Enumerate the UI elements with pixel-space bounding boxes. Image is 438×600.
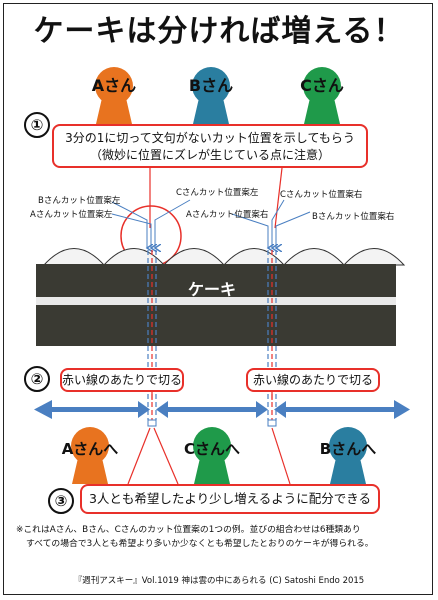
step2-callout-left: 赤い線のあたりで切る <box>60 368 184 392</box>
step2-number: ② <box>24 366 50 392</box>
credit: 『週刊アスキー』Vol.1019 神は雲の中にあられる (C) Satoshi … <box>73 576 365 586</box>
person-a-recipient-icon <box>71 427 109 484</box>
frame <box>3 3 433 595</box>
step1-line1: 3分の1に切って文句がないカット位置を示してもらう <box>65 131 355 145</box>
step3-number: ③ <box>48 488 74 514</box>
pointer-line-right <box>274 167 283 229</box>
step3-pointers <box>127 427 291 485</box>
step2-callout-right: 赤い線のあたりで切る <box>246 368 380 392</box>
page-title: ケーキは分ければ増える！ <box>33 14 405 49</box>
label-c-right: Cさんカット位置案右 <box>280 190 363 200</box>
cut-ticks <box>147 419 277 427</box>
step1-callout: 3分の1に切って文句がないカット位置を示してもらう （微妙に位置にズレが生じてい… <box>52 124 368 168</box>
person-c: Cさん <box>290 64 354 126</box>
note-line2: すべての場合で3人とも希望より多いか少なくとも希望したとおりのケーキが得られる。 <box>26 539 374 549</box>
person-b-recipient: Bさんへ <box>316 424 380 486</box>
cut-arrows-left <box>111 199 191 248</box>
label-c-left: Cさんカット位置案左 <box>176 188 259 198</box>
cut-arrows-right <box>231 199 311 248</box>
label-b-left: Bさんカット位置案左 <box>38 196 121 206</box>
label-a-right: Aさんカット位置案右 <box>186 210 269 220</box>
person-b-recipient-icon <box>329 427 367 484</box>
cake-label: ケーキ <box>187 280 236 299</box>
person-c-recipient-label: Cさんへ <box>183 440 240 458</box>
cut-lines <box>147 250 277 420</box>
step3-text: 3人とも希望したより少し増えるように配分できる <box>88 491 372 506</box>
person-a-recipient: Aさんへ <box>58 424 122 486</box>
cake-cream <box>42 248 406 266</box>
person-b: Bさん <box>179 64 243 126</box>
label-b-right: Bさんカット位置案右 <box>312 212 395 222</box>
step1-number: ① <box>24 112 50 138</box>
share-arrows <box>34 400 410 419</box>
person-a-label: Aさん <box>91 76 137 95</box>
person-c-label: Cさん <box>300 76 344 95</box>
step2-left-text: 赤い線のあたりで切る <box>62 373 183 387</box>
person-c-icon <box>303 67 341 124</box>
person-a: Aさん <box>82 64 146 126</box>
cake-cream-layer <box>36 297 396 305</box>
person-a-icon <box>95 67 133 124</box>
step3-callout: 3人とも希望したより少し増えるように配分できる <box>80 484 380 514</box>
note-line1: ※これはAさん、Bさん、Cさんのカット位置案の1つの例。並びの組合わせは6種類あ… <box>16 525 361 535</box>
person-b-icon <box>192 67 230 124</box>
person-b-label: Bさん <box>188 76 234 95</box>
person-b-recipient-label: Bさんへ <box>319 440 377 458</box>
person-a-recipient-label: Aさんへ <box>61 440 119 458</box>
person-c-recipient-icon <box>193 427 231 484</box>
step2-right-text: 赤い線のあたりで切る <box>252 373 373 387</box>
person-c-recipient: Cさんへ <box>180 424 244 486</box>
label-a-left: Aさんカット位置案左 <box>30 210 113 220</box>
step1-line2: （微妙に位置にズレが生じている点に注意） <box>89 148 330 162</box>
